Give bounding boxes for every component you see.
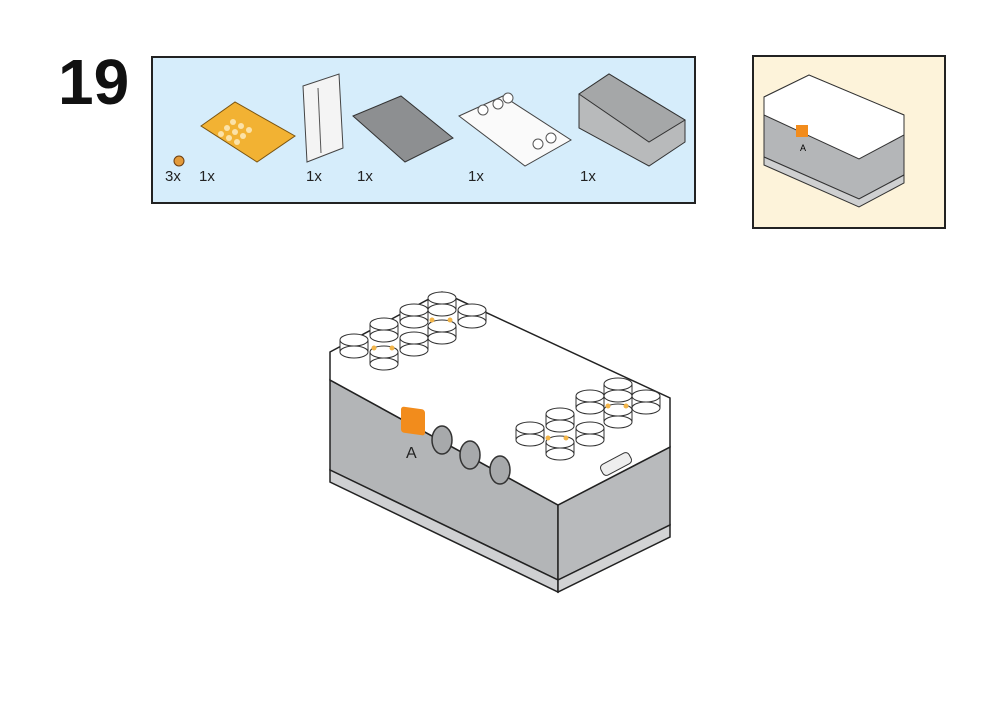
- port-a-label: A: [800, 143, 806, 153]
- port-a-marker: [796, 125, 808, 137]
- usb-port-icon: [599, 452, 633, 476]
- part-qty: 1x: [468, 168, 484, 185]
- parts-list-panel: 3x 1x 1x 1x 1x 1x: [151, 56, 696, 204]
- gray-plate-icon: [352, 95, 454, 163]
- orange-pin-icon: [173, 155, 185, 167]
- step-number: 19: [58, 46, 130, 118]
- stud-group: [339, 291, 661, 461]
- gray-housing-icon: [578, 73, 686, 167]
- port-holes: [431, 425, 511, 485]
- parts-illustrations: [173, 73, 686, 167]
- part-qty: 3x: [165, 168, 181, 185]
- part-qty: 1x: [306, 168, 322, 185]
- white-frame-icon: [302, 73, 344, 163]
- white-studded-plate-icon: [458, 92, 572, 167]
- port-a-label: A: [406, 445, 417, 462]
- part-qty: 1x: [357, 168, 373, 185]
- part-qty: 1x: [580, 168, 596, 185]
- part-qty: 1x: [199, 168, 215, 185]
- result-thumbnail: A: [752, 55, 946, 229]
- port-a-marker: [401, 406, 425, 436]
- orange-plate-icon: [200, 101, 296, 163]
